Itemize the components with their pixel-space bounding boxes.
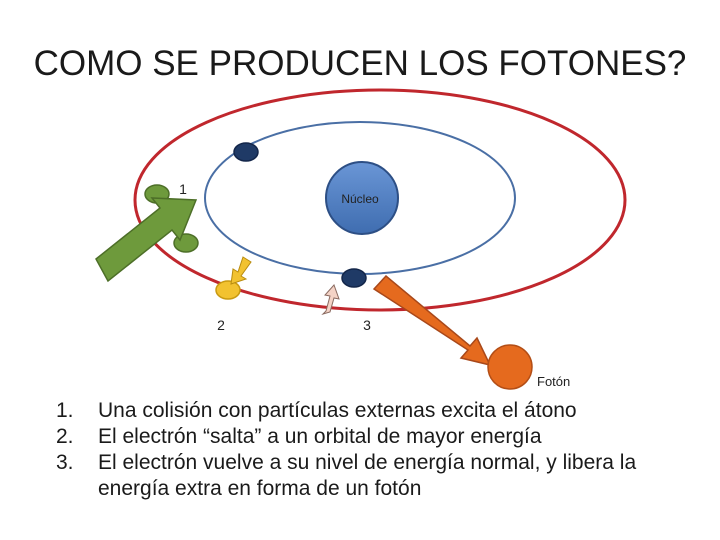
nucleus (325, 161, 399, 235)
step-number: 2. (56, 425, 74, 448)
collision-arrow (95, 197, 198, 283)
label-2: 2 (217, 317, 225, 333)
step-item: 1. Una colisión con partículas externas … (56, 398, 706, 424)
step-item: 3. El electrón vuelve a su nivel de ener… (56, 450, 706, 502)
steps-list: 1. Una colisión con partículas externas … (56, 398, 706, 502)
step-text: El electrón vuelve a su nivel de energía… (98, 451, 637, 500)
electron-inner-bottom (341, 268, 367, 288)
label-3: 3 (363, 317, 371, 333)
photon-label: Fotón (537, 374, 570, 389)
step-number: 3. (56, 451, 74, 474)
jump-arrow (230, 256, 252, 285)
step-text: El electrón “salta” a un orbital de mayo… (98, 425, 542, 448)
step-item: 2. El electrón “salta” a un orbital de m… (56, 424, 706, 450)
emission-arrow (372, 274, 492, 367)
return-arrow (321, 284, 340, 316)
step-number: 1. (56, 399, 74, 422)
step-text: Una colisión con partículas externas exc… (98, 399, 577, 422)
outer-orbit (133, 88, 627, 312)
label-1: 1 (179, 181, 187, 197)
nucleus-label: Núcleo (341, 192, 379, 206)
slide-title: COMO SE PRODUCEN LOS FOTONES? (33, 44, 687, 83)
electron-top (233, 142, 259, 162)
electron-yellow (215, 280, 241, 300)
photon (487, 344, 533, 390)
